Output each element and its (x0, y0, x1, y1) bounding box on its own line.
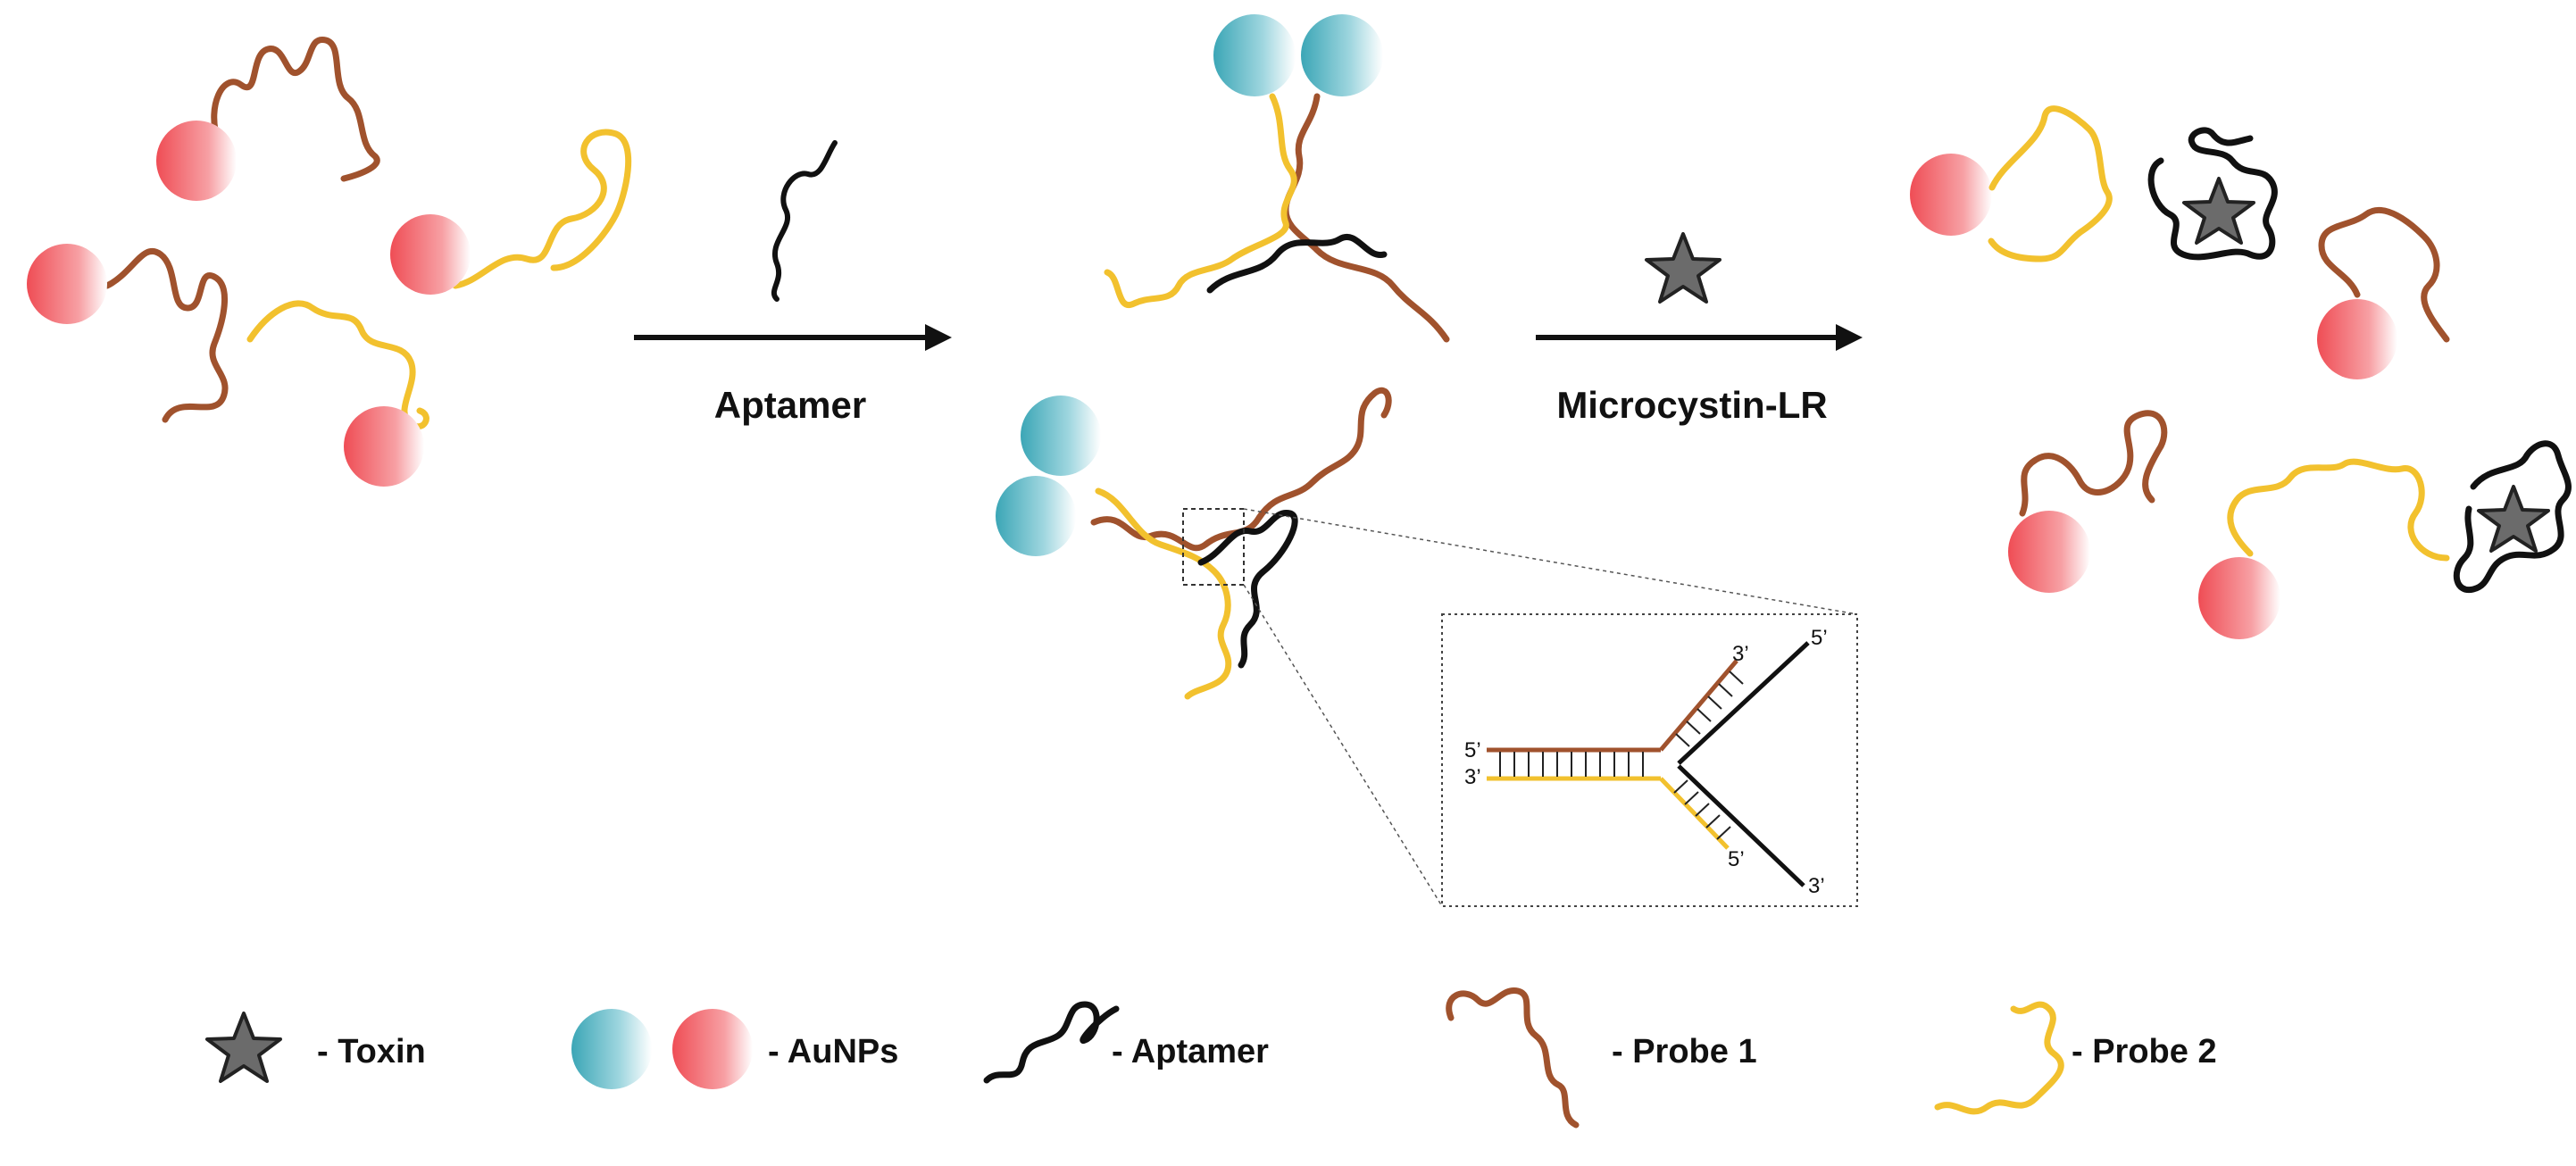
aunp-red (390, 214, 471, 295)
panel-released (1910, 105, 2572, 639)
legend-aunps-label: - AuNPs (768, 1033, 898, 1070)
probe2-strand (246, 300, 429, 430)
legend-aptamer-label: - Aptamer (1112, 1033, 1269, 1070)
arrow-aptamer: Aptamer (634, 140, 952, 426)
legend-probe2-label: - Probe 2 (2072, 1033, 2217, 1070)
aunp-red (2198, 557, 2280, 639)
zoom-projection-line (1243, 584, 1443, 907)
aunp-blue (1021, 396, 1101, 476)
probe1-strand (1282, 93, 1450, 343)
probe1-strand (2318, 206, 2450, 343)
inset-label-lower-aptamer: 3’ (1808, 874, 1825, 898)
aptamer-branch-lower (1677, 764, 1805, 887)
inset-duplex-detail: 5’ 3’ 3’ 5’ 5’ 3’ (1441, 613, 1858, 907)
aunp-blue (1301, 14, 1383, 96)
probe1-icon (1446, 987, 1580, 1129)
inset-label-left-top: 5’ (1464, 738, 1481, 762)
probe2-strand (2227, 458, 2450, 562)
probe2-strand (1104, 93, 1297, 308)
aunp-red (2008, 511, 2090, 593)
aptamer-strand (1206, 234, 1388, 294)
aptamer-strand (1197, 510, 1298, 669)
inset-label-left-bottom: 3’ (1464, 765, 1481, 789)
legend: - Toxin - AuNPs - Aptamer - Probe 1 - Pr… (205, 987, 2217, 1129)
arrow-microcystin: Microcystin-LR (1536, 232, 1863, 426)
inset-frame (1441, 613, 1858, 907)
aptamer-toxin-complex (2453, 440, 2572, 594)
probe1-strand (211, 37, 380, 182)
aunp-red (1910, 154, 1992, 236)
probe2-strand (1988, 105, 2113, 262)
toxin-star-bound (2477, 485, 2550, 553)
inset-label-lower-probe: 5’ (1728, 847, 1745, 871)
aptamer-toxin-complex (2147, 127, 2278, 261)
probe1-strand (2019, 410, 2168, 517)
aunp-red (2317, 299, 2397, 379)
toxin-star-reagent (1645, 232, 1722, 304)
probe1-strand (104, 247, 229, 423)
probe2-branch (1659, 777, 1730, 850)
zoom-projection-line (1243, 508, 1858, 615)
aunp-red (156, 121, 237, 201)
base-pair-ticks (1673, 779, 1731, 840)
base-pair-ticks (1675, 670, 1744, 747)
aunp-blue (996, 476, 1076, 556)
inset-label-upper-probe: 3’ (1732, 642, 1749, 666)
zoom-region (1182, 508, 1245, 586)
legend-toxin-label: - Toxin (317, 1033, 426, 1070)
base-pair-ticks (1499, 752, 1644, 777)
panel-hybridized (996, 14, 1858, 907)
aptamer-arrow-label: Aptamer (714, 384, 866, 426)
aptamer-strand-reagent (771, 140, 838, 302)
aunp-red-icon (672, 1009, 753, 1089)
toxin-star-bound (2182, 177, 2255, 245)
legend-probe1-label: - Probe 1 (1612, 1033, 1757, 1070)
microcystin-arrow-label: Microcystin-LR (1556, 384, 1827, 426)
probe2-strand (452, 129, 632, 289)
aunp-blue-icon (571, 1009, 652, 1089)
aptamer-branch-upper (1677, 641, 1810, 765)
aunp-red (27, 244, 107, 324)
aunp-red (344, 406, 424, 487)
toxin-icon (205, 1012, 282, 1083)
inset-label-upper-aptamer: 5’ (1811, 626, 1828, 650)
aptamer-icon (983, 1001, 1120, 1084)
probe2-strand (1095, 487, 1232, 700)
probe1-strand (1090, 387, 1392, 552)
aunp-blue (1213, 14, 1296, 96)
probe1-branch (1659, 659, 1738, 752)
probe2-icon (1934, 1001, 2064, 1115)
panel-initial (27, 37, 632, 487)
